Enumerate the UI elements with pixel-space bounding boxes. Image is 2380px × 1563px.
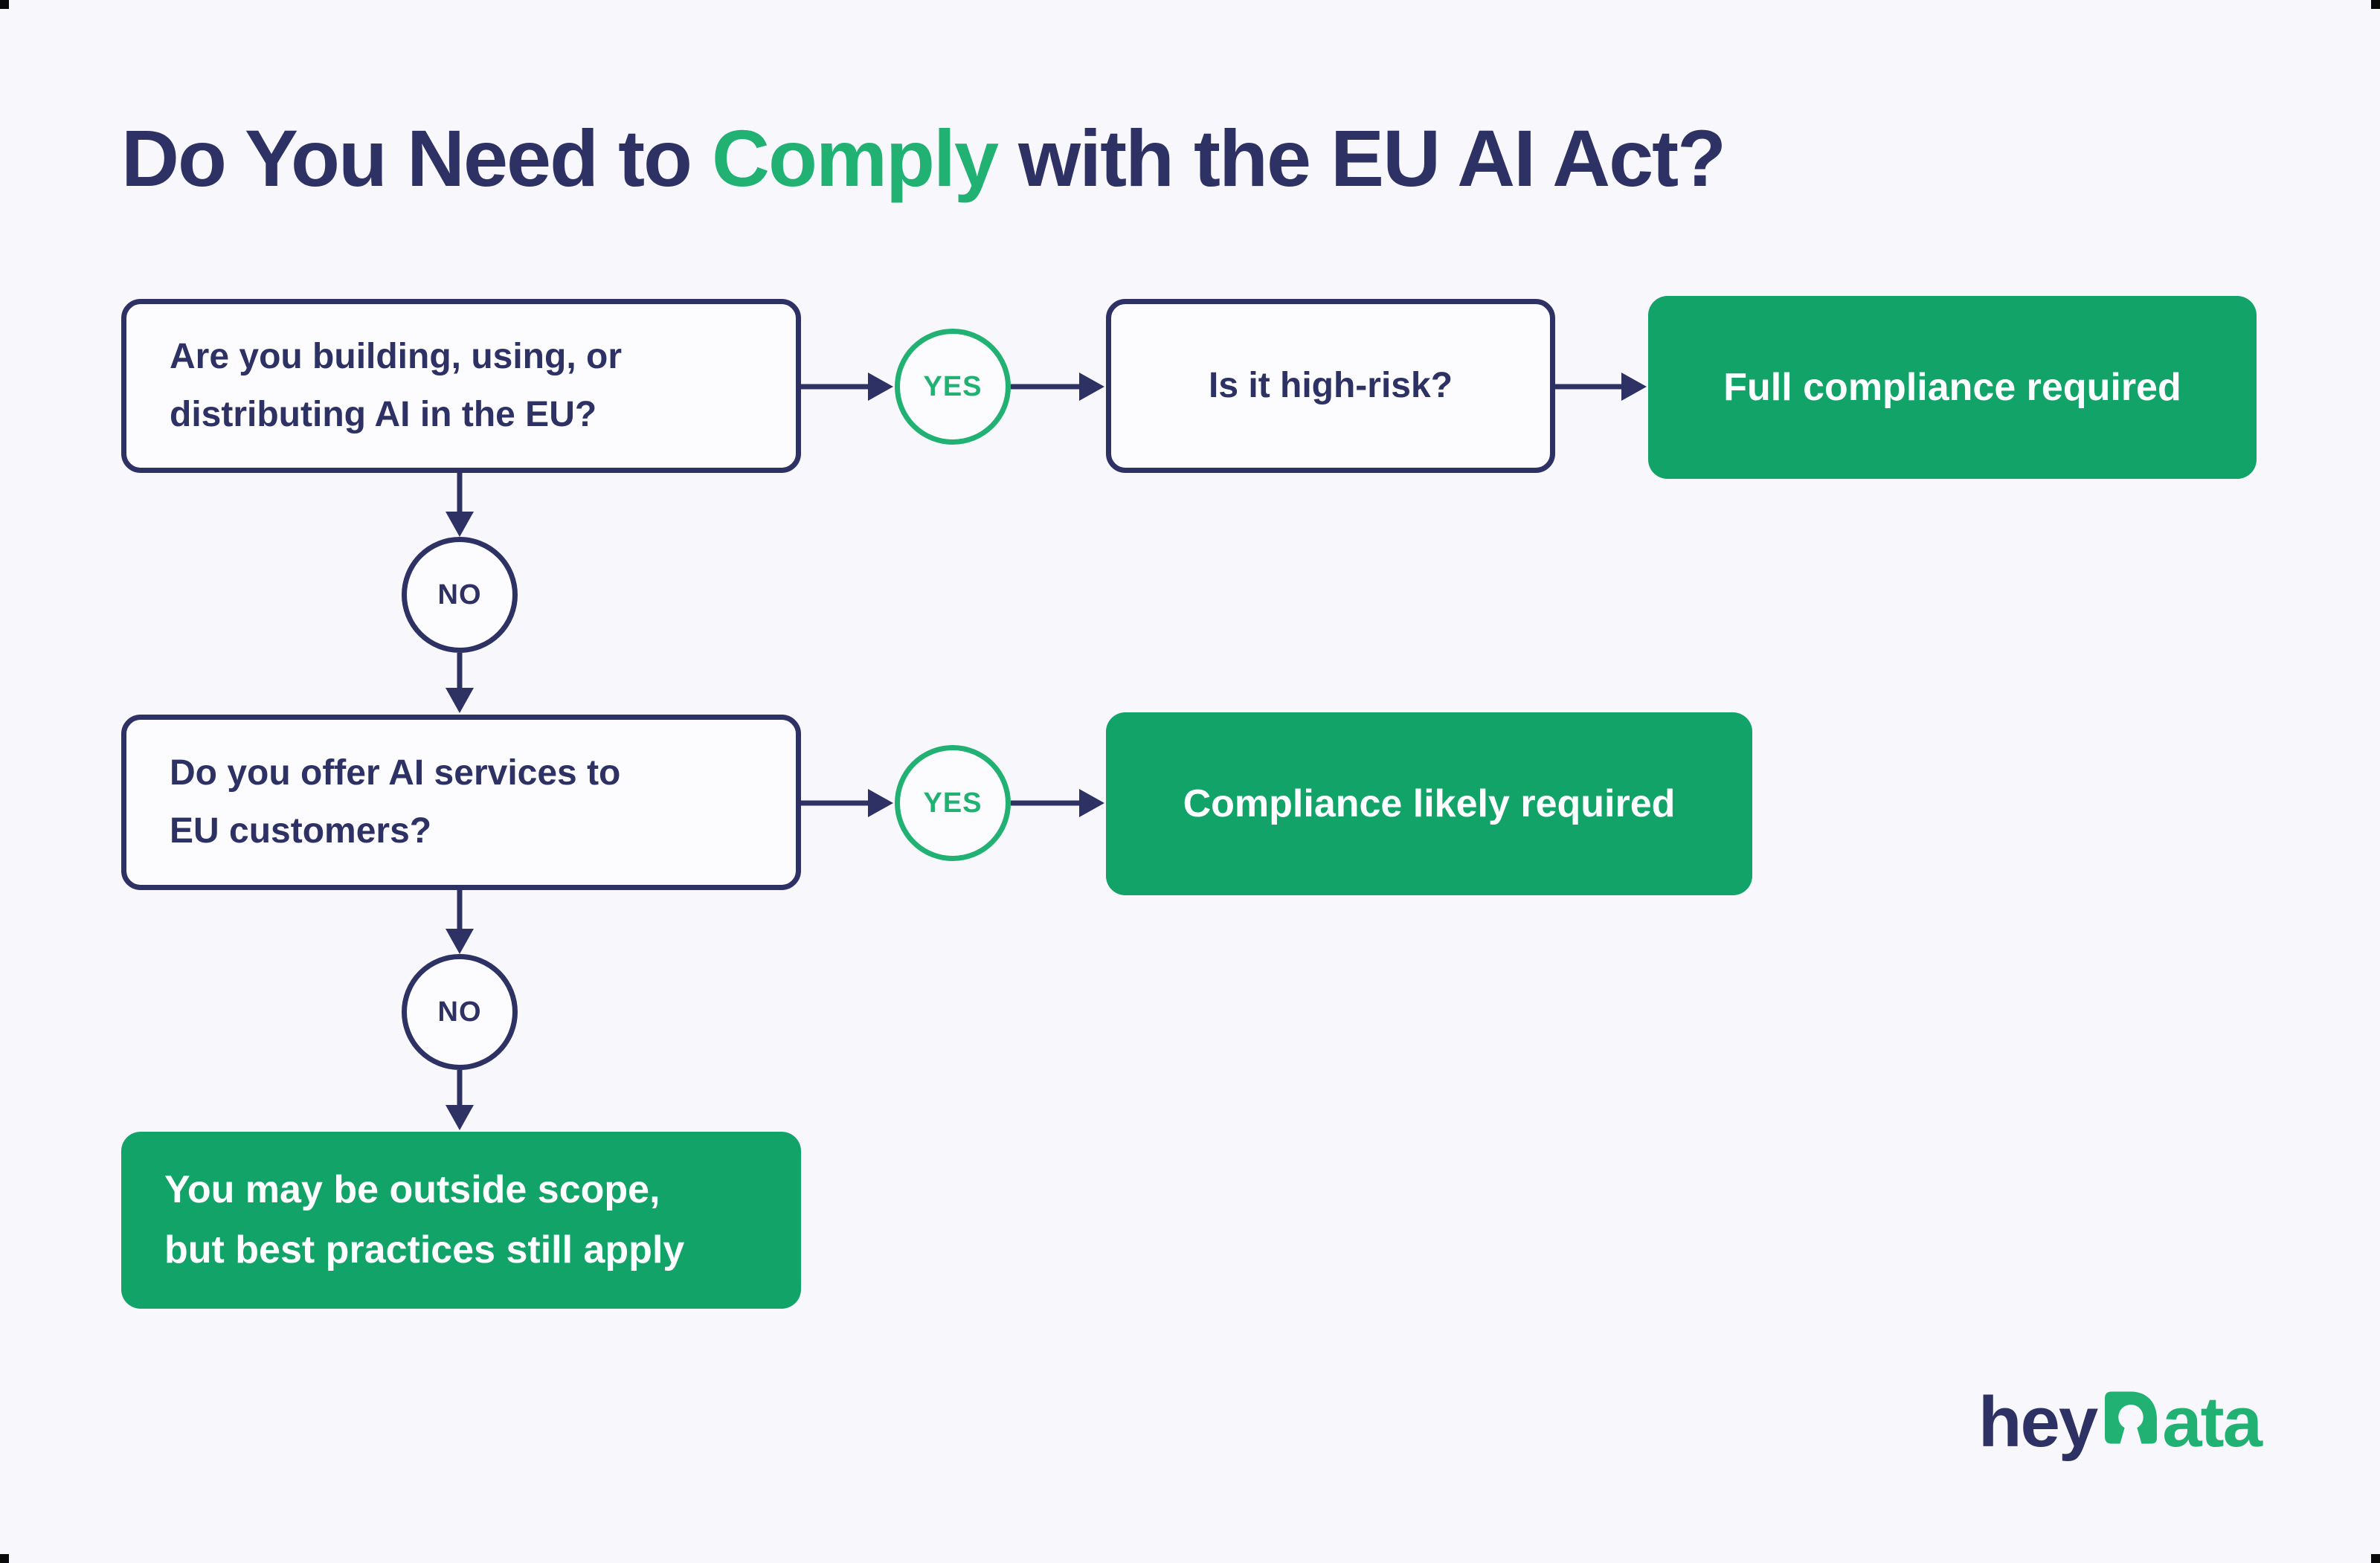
arrowhead-icon <box>868 373 893 401</box>
question-box-building-ai-eu: Are you building, using, or distributing… <box>121 299 801 473</box>
result-box-full-compliance: Full compliance required <box>1648 296 2257 479</box>
no-label: NO <box>437 996 482 1028</box>
decision-circle-yes-1: YES <box>895 329 1011 445</box>
arrowhead-icon <box>868 789 893 817</box>
question-label: Do you offer AI services to EU customers… <box>170 753 621 851</box>
decision-circle-no-1: NO <box>402 537 518 653</box>
title-part1: Do You Need to <box>121 113 713 203</box>
arrowhead-icon <box>446 512 474 537</box>
arrowhead-icon <box>446 688 474 713</box>
question-label: Is it high-risk? <box>1208 366 1453 406</box>
connector-yes2-to-r2 <box>1011 789 1104 817</box>
corner-mark <box>2371 1554 2380 1563</box>
no-label: NO <box>437 579 482 610</box>
question-label: Are you building, using, or distributing… <box>170 337 622 434</box>
arrowhead-icon <box>446 1105 474 1130</box>
logo-text-ata: ata <box>2162 1382 2262 1462</box>
result-box-compliance-likely: Compliance likely required <box>1106 712 1752 895</box>
arrowhead-icon <box>446 929 474 954</box>
heydata-keyhole-d-icon <box>2105 1391 2158 1444</box>
logo-text-hey: hey <box>1978 1382 2098 1462</box>
corner-mark <box>2371 0 2380 9</box>
connector-q1-to-yes1 <box>801 373 893 401</box>
arrowhead-icon <box>1621 373 1647 401</box>
yes-label: YES <box>923 370 982 402</box>
result-label: You may be outside scope, but best pract… <box>164 1168 685 1272</box>
arrowhead-icon <box>1079 373 1104 401</box>
connector-no2-to-r3 <box>446 1070 474 1130</box>
connector-no1-to-q3 <box>446 653 474 713</box>
connector-q2-to-r1 <box>1555 373 1647 401</box>
decision-circle-no-2: NO <box>402 954 518 1070</box>
connector-q1-to-no1 <box>446 473 474 537</box>
decision-circle-yes-2: YES <box>895 745 1011 861</box>
question-box-ai-services-eu-customers: Do you offer AI services to EU customers… <box>121 715 801 890</box>
question-box-high-risk: Is it high-risk? <box>1106 299 1555 473</box>
result-label: Full compliance required <box>1723 365 2181 409</box>
yes-label: YES <box>923 787 982 819</box>
connector-q3-to-no2 <box>446 890 474 954</box>
corner-mark <box>0 1554 9 1563</box>
connector-q3-to-yes2 <box>801 789 893 817</box>
corner-mark <box>0 0 9 9</box>
title-part2: with the EU AI Act? <box>997 113 1726 203</box>
page-title: Do You Need to Comply with the EU AI Act… <box>121 112 1726 204</box>
result-label: Compliance likely required <box>1183 782 1676 825</box>
title-highlight: Comply <box>712 113 999 203</box>
arrowhead-icon <box>1079 789 1104 817</box>
connector-yes1-to-q2 <box>1011 373 1104 401</box>
result-box-outside-scope: You may be outside scope, but best pract… <box>121 1132 801 1309</box>
